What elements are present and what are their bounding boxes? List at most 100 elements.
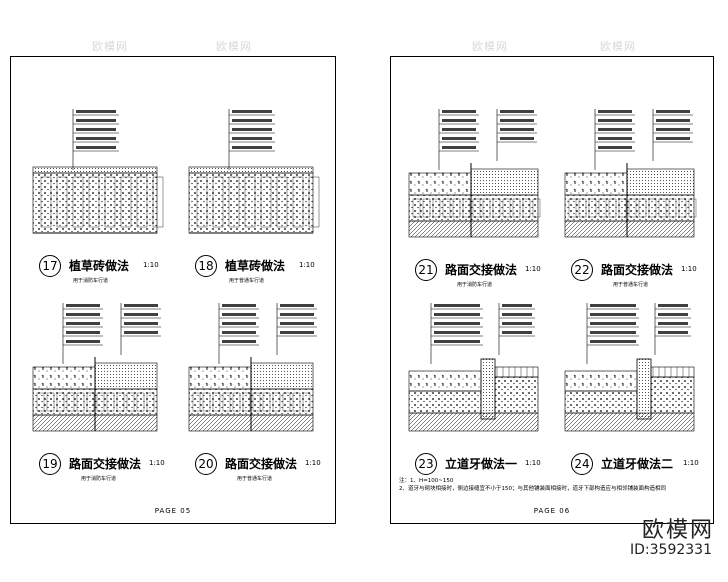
section-drawing — [408, 303, 539, 432]
detail-24: 24 立道牙做法二 1:10 — [557, 301, 702, 476]
layer-label-text — [658, 313, 688, 316]
block-cell — [618, 198, 627, 218]
detail-number-badge: 23 — [415, 453, 437, 475]
layer-label-text — [124, 331, 158, 334]
layer-label-text — [66, 331, 100, 334]
layer-label-text — [658, 331, 688, 334]
detail-title: 植草砖做法 — [225, 259, 286, 273]
watermark: 欧模网 — [600, 40, 636, 53]
block-cell — [96, 392, 105, 412]
layer-label-text — [76, 146, 116, 149]
detail-usage: 用于消防车行道 — [81, 476, 117, 482]
block-cell — [292, 392, 301, 412]
detail-scale: 1:10 — [525, 459, 541, 467]
grass-brick-cell — [72, 176, 84, 228]
detail-usage: 用于消防车行道 — [73, 278, 109, 284]
earth-layer — [408, 412, 539, 432]
block-cell — [452, 198, 461, 218]
detail-19: 19 路面交接做法 1:10 用于消防车行道 — [25, 301, 165, 491]
layer-label-text — [76, 128, 116, 131]
block-cell — [628, 198, 637, 218]
layer-label-text — [656, 137, 690, 140]
detail-scale: 1:10 — [149, 459, 165, 467]
gravel-layer — [564, 194, 695, 222]
block-cell — [146, 392, 155, 412]
layer-label-text — [222, 304, 256, 307]
detail-20: 20 路面交接做法 1:10 用于普通车行道 — [181, 301, 321, 491]
paving-layer — [494, 366, 539, 378]
page-number: PAGE 05 — [154, 507, 192, 515]
layer-label-text — [280, 304, 314, 307]
gravel-layer — [650, 376, 695, 414]
concrete-slab — [564, 370, 638, 392]
layer-label-text — [658, 322, 688, 325]
grass-brick-cell — [308, 176, 320, 228]
paving-layer — [470, 168, 539, 196]
detail-number-badge: 20 — [195, 453, 217, 475]
layer-label-text — [124, 313, 158, 316]
paving-layer — [626, 168, 695, 196]
grass-brick-cell — [196, 176, 208, 228]
block-cell — [76, 392, 85, 412]
block-cell — [658, 198, 667, 218]
block-cell — [66, 392, 75, 412]
block-cell — [492, 198, 501, 218]
detail-number-badge: 22 — [571, 259, 593, 281]
section-drawing — [188, 109, 320, 234]
layer-label-text — [434, 331, 480, 334]
grass-brick-cell — [136, 176, 148, 228]
detail-number-badge: 18 — [195, 255, 217, 277]
model-id: ID:3592331 — [630, 542, 712, 558]
layer-label-text — [656, 128, 690, 131]
detail-title: 路面交接做法 — [69, 457, 142, 471]
block-cell — [136, 392, 145, 412]
detail-scale: 1:10 — [305, 459, 321, 467]
grass-brick-cell — [104, 176, 116, 228]
layer-label-text — [222, 340, 256, 343]
block-cell — [638, 198, 647, 218]
section-drawing — [408, 109, 541, 238]
layer-label-text — [66, 322, 100, 325]
gravel-layer — [188, 172, 314, 234]
layer-label-text — [502, 331, 532, 334]
grass-brick-cell — [244, 176, 256, 228]
block-cell — [202, 392, 211, 412]
layer-label-text — [232, 119, 272, 122]
layer-label-text — [598, 128, 632, 131]
layer-label-text — [232, 128, 272, 131]
layer-label-text — [590, 331, 636, 334]
layer-label-text — [76, 137, 116, 140]
layer-label-text — [598, 137, 632, 140]
detail-title: 路面交接做法 — [445, 263, 518, 277]
block-cell — [222, 392, 231, 412]
block-cell — [86, 392, 95, 412]
sand-layer — [32, 166, 158, 174]
layer-label-text — [232, 137, 272, 140]
block-cell — [126, 392, 135, 412]
block-cell — [608, 198, 617, 218]
block-cell — [472, 198, 481, 218]
block-cell — [432, 198, 441, 218]
earth-layer — [564, 220, 695, 238]
layer-label-text — [442, 119, 476, 122]
earth-layer — [564, 412, 695, 432]
layer-label-text — [232, 110, 272, 113]
concrete-slab — [32, 366, 96, 390]
layer-label-text — [280, 322, 314, 325]
layer-label-text — [222, 313, 256, 316]
detail-usage: 用于普通车行道 — [229, 278, 265, 284]
layer-label-text — [590, 304, 636, 307]
concrete-slab — [188, 366, 252, 390]
block-cell — [36, 392, 45, 412]
layer-label-text — [124, 322, 158, 325]
detail-scale: 1:10 — [681, 265, 697, 273]
brand-logo: 欧模网 — [641, 518, 714, 543]
layer-label-text — [434, 304, 480, 307]
detail-number-badge: 24 — [571, 453, 593, 475]
section-drawing — [32, 303, 161, 432]
layer-label-text — [656, 110, 690, 113]
curb-stone — [636, 358, 652, 420]
block-cell — [482, 198, 491, 218]
detail-title: 植草砖做法 — [69, 259, 130, 273]
block-cell — [568, 198, 577, 218]
